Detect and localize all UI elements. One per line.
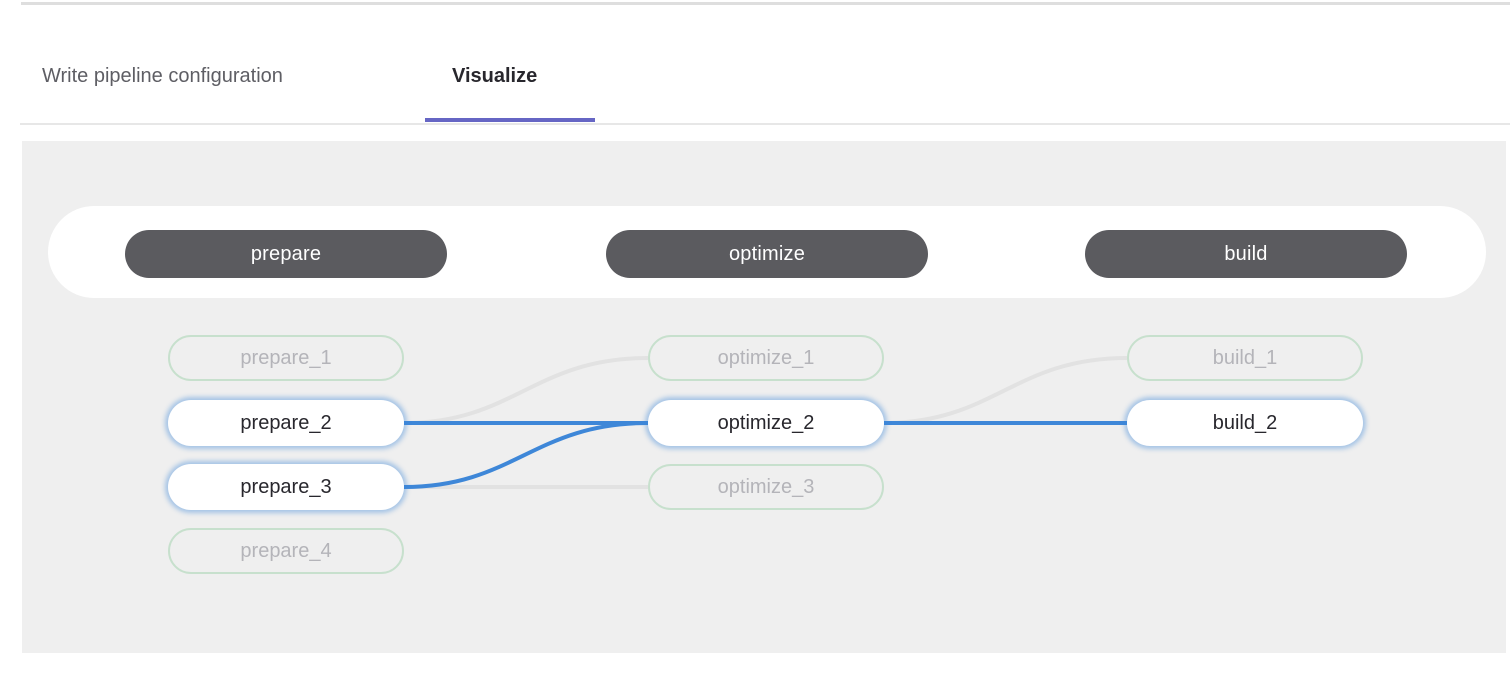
job-node-prepare-4[interactable]: prepare_4 <box>168 528 404 574</box>
job-node-prepare-3[interactable]: prepare_3 <box>168 464 404 510</box>
stage-pill-prepare: prepare <box>125 230 447 278</box>
job-node-build-2[interactable]: build_2 <box>1127 400 1363 446</box>
edge-prepare_3-optimize_2 <box>403 421 649 489</box>
tab-write-pipeline-configuration[interactable]: Write pipeline configuration <box>42 60 283 92</box>
tab-visualize[interactable]: Visualize <box>452 60 537 92</box>
stage-pill-optimize: optimize <box>606 230 928 278</box>
job-node-optimize-2[interactable]: optimize_2 <box>648 400 884 446</box>
stage-pill-build: build <box>1085 230 1407 278</box>
edge-prepare_2-optimize_1 <box>403 356 649 425</box>
job-node-optimize-1[interactable]: optimize_1 <box>648 335 884 381</box>
top-divider <box>21 2 1510 5</box>
pipeline-graph-panel: prepare optimize build prepare_1 prepare… <box>22 141 1506 653</box>
edge-optimize_2-build_1 <box>883 356 1128 425</box>
tabs-bottom-border <box>20 123 1510 125</box>
job-node-prepare-1[interactable]: prepare_1 <box>168 335 404 381</box>
active-tab-underline <box>425 118 595 122</box>
job-node-optimize-3[interactable]: optimize_3 <box>648 464 884 510</box>
job-links-layer <box>403 356 1128 489</box>
job-node-build-1[interactable]: build_1 <box>1127 335 1363 381</box>
job-node-prepare-2[interactable]: prepare_2 <box>168 400 404 446</box>
